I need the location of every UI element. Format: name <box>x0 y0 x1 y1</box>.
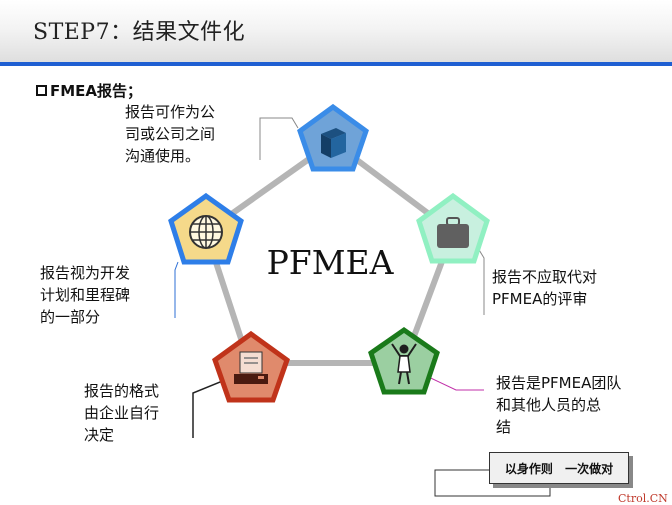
note-top: 报告可作为公 司或公司之间 沟通使用。 <box>125 101 215 167</box>
person-icon <box>391 343 417 385</box>
section-title: FMEA报告； <box>36 80 142 101</box>
header-bar: STEP7：结果文件化 <box>0 0 672 66</box>
briefcase-icon <box>437 217 469 248</box>
header-rule <box>0 62 672 66</box>
badge-frame <box>434 469 551 497</box>
note-top-line: 沟通使用。 <box>125 147 201 165</box>
checkbox-icon <box>36 85 47 96</box>
note-right: 报告不应取代对 PFMEA的评审 <box>492 266 597 310</box>
note-top-line: 报告可作为公 <box>125 103 216 121</box>
section-title-text: FMEA报告； <box>50 82 143 100</box>
note-bottom-right-line: 和其他人员的总 <box>496 396 602 414</box>
node-bottom-right <box>368 326 440 395</box>
node-top <box>297 103 369 172</box>
note-bottom-right-line: 结 <box>496 418 512 436</box>
note-top-line: 司或公司之间 <box>125 125 216 143</box>
note-left-line: 报告视为开发 <box>40 264 131 282</box>
note-left-line: 计划和里程碑 <box>40 286 131 304</box>
callout-line-left <box>174 261 179 318</box>
note-bottom-right: 报告是PFMEA团队 和其他人员的总 结 <box>496 372 621 438</box>
note-left-line: 的一部分 <box>40 308 101 326</box>
note-bottom-left-line: 由企业自行 <box>84 404 160 422</box>
note-bottom-left: 报告的格式 由企业自行 决定 <box>84 380 159 446</box>
watermark: Ctrol.CN <box>618 492 668 505</box>
callout-line-bottom-left <box>192 379 226 438</box>
node-right <box>416 192 490 264</box>
page-title: STEP7：结果文件化 <box>33 20 246 45</box>
note-left: 报告视为开发 计划和里程碑 的一部分 <box>40 262 130 328</box>
note-bottom-left-line: 报告的格式 <box>84 382 160 400</box>
center-label: PFMEA <box>267 243 395 282</box>
note-right-line: 报告不应取代对 <box>492 268 598 286</box>
globe-icon <box>189 215 223 249</box>
note-right-line: PFMEA的评审 <box>492 290 588 308</box>
node-left <box>168 192 244 265</box>
computer-icon <box>234 351 268 384</box>
cube-icon <box>321 128 346 158</box>
node-bottom-left <box>212 330 290 403</box>
note-bottom-left-line: 决定 <box>84 426 115 444</box>
note-bottom-right-line: 报告是PFMEA团队 <box>496 374 622 392</box>
callout-line-top <box>259 117 299 160</box>
motto-badge: 以身作则 一次做对 <box>489 452 629 484</box>
